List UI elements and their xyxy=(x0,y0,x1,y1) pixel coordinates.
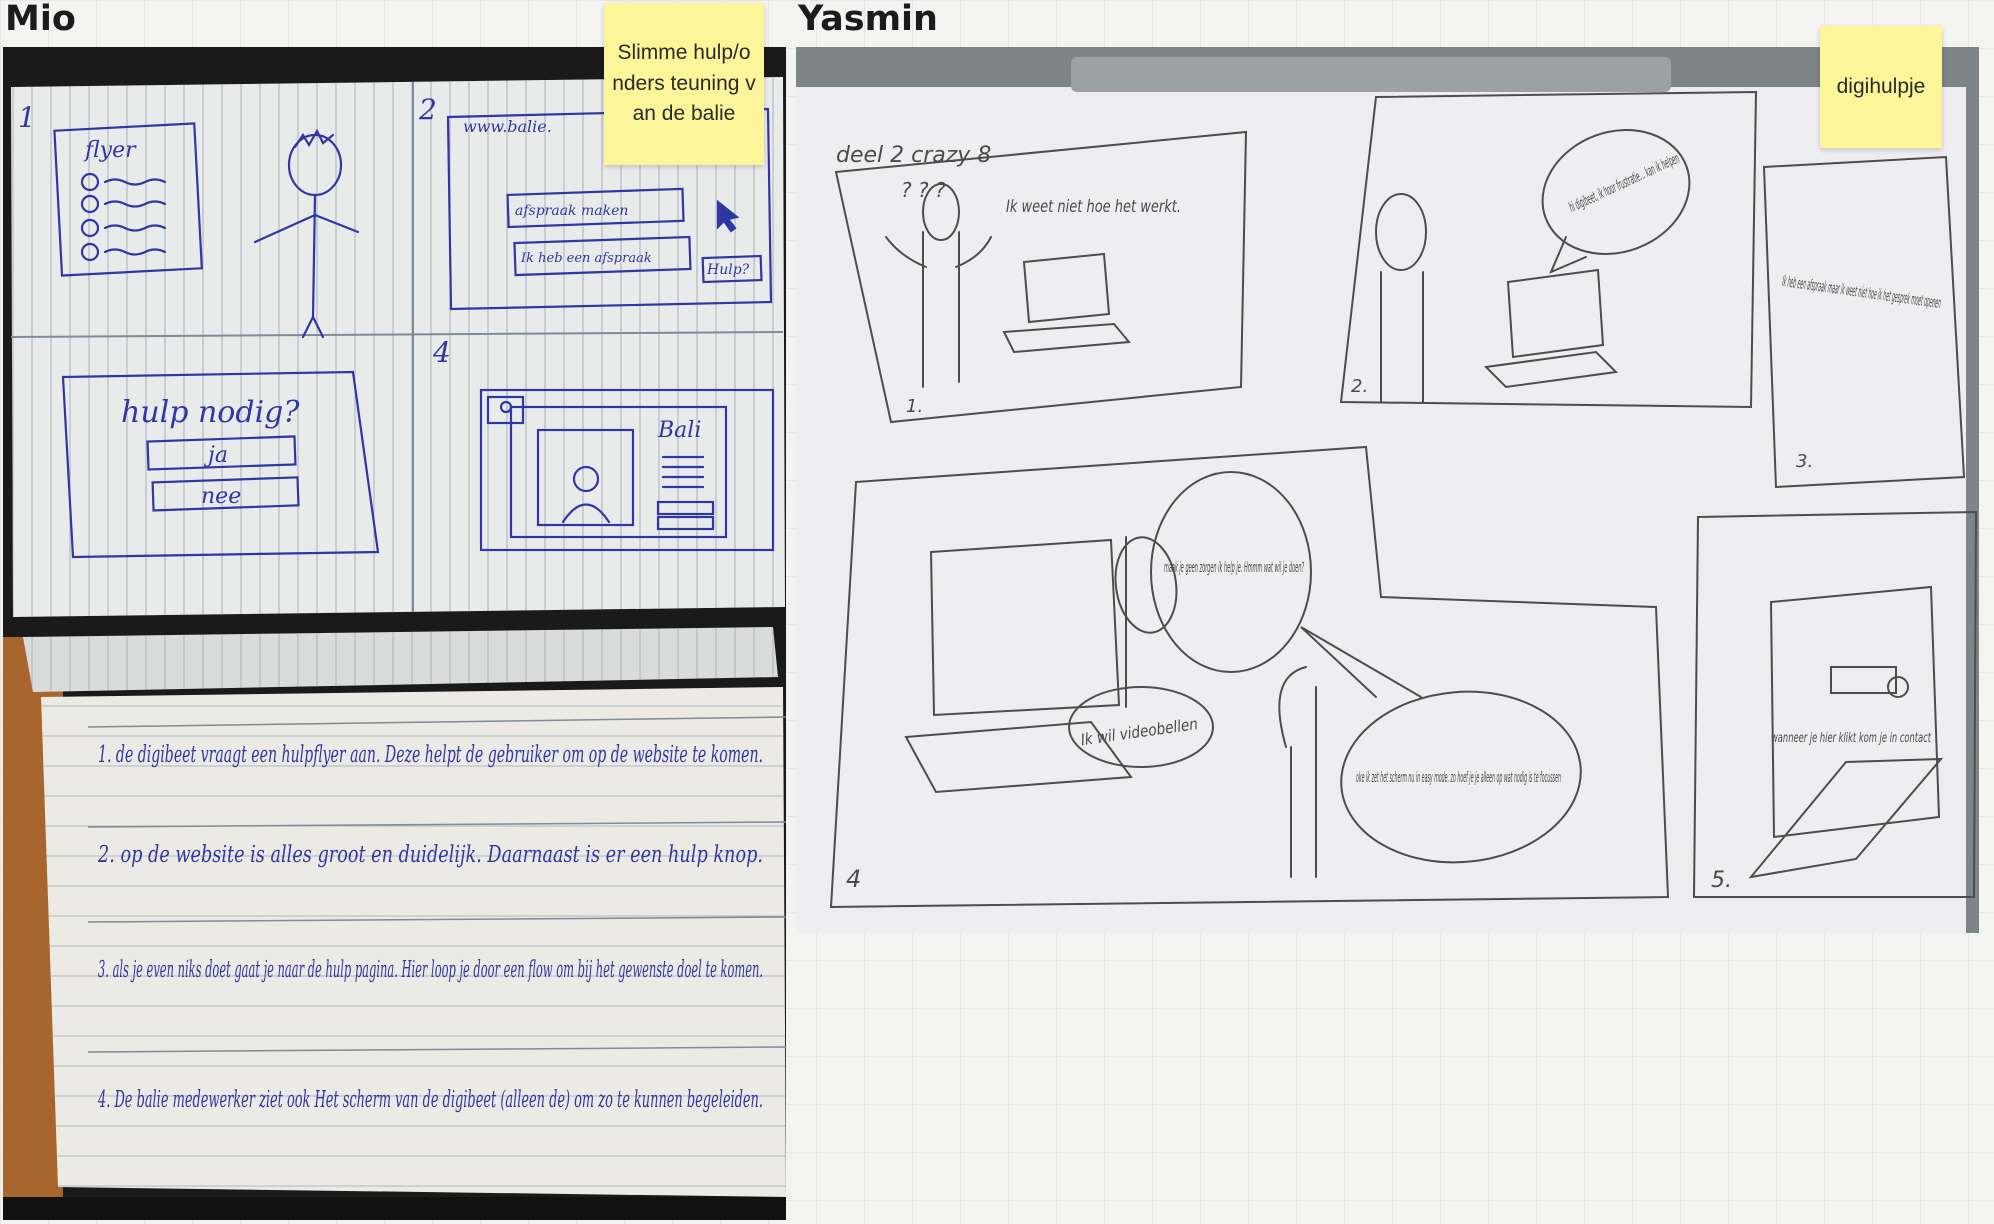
p1-marks: ? ? ? xyxy=(901,178,946,202)
mio-panel-number-2: 2 xyxy=(418,93,437,126)
mio-panel-number-4: 4 xyxy=(432,336,451,369)
mio-sketch-drawing: 1 2 4 flyer www.balie. afspraak maken Ik… xyxy=(3,77,786,1220)
yasmin-panel-2 xyxy=(1339,90,1758,409)
mio-note-2: 2. op de website is alles groot en duide… xyxy=(97,842,763,868)
table-edge xyxy=(3,1197,786,1220)
mio-notes: 1. de digibeet vraagt een hulpflyer aan.… xyxy=(97,742,763,1113)
url-text: www.balie. xyxy=(463,117,552,136)
p5-text: wanneer je hier klikt kom je in contact xyxy=(1771,731,1932,746)
yasmin-sketch-photo[interactable]: deel 2 crazy 8 1. 2. 3. 4 5. ? ? ? Ik we… xyxy=(796,47,1979,933)
notebook-bottom-page xyxy=(23,627,786,1197)
yasmin-panel-number-1: 1. xyxy=(906,396,923,417)
yasmin-panel-number-5: 5. xyxy=(1711,868,1732,893)
button-ik-heb: Ik heb een afspraak xyxy=(520,251,652,266)
popup-question: hulp nodig? xyxy=(121,395,300,430)
yasmin-heading: deel 2 crazy 8 xyxy=(836,143,991,168)
notebook-top-page xyxy=(10,77,785,617)
video-label: Bali xyxy=(657,418,701,443)
p1-text: Ik weet niet hoe het werkt. xyxy=(1006,197,1181,217)
button-hulp: Hulp? xyxy=(706,262,750,278)
popup-no: nee xyxy=(201,484,241,509)
popup-yes: ja xyxy=(203,443,228,468)
yasmin-panel-number-3: 3. xyxy=(1796,451,1813,472)
p4-bubble3: oke ik zet het scherm nu in easy mode. z… xyxy=(1356,770,1561,786)
flyer-sketch xyxy=(53,122,203,277)
yasmin-panel-4 xyxy=(829,445,1670,909)
popup-sketch xyxy=(61,370,380,559)
p4-bubble1: maak je geen zorgen ik help je. Hmmm wat… xyxy=(1164,560,1304,576)
video-call-sketch xyxy=(479,388,775,552)
yasmin-panel-5 xyxy=(1692,510,1978,898)
yasmin-panel-number-2: 2. xyxy=(1351,376,1368,397)
frame-title-mio[interactable]: Mio xyxy=(5,0,76,39)
mio-note-3: 3. als je even niks doet gaat je naar de… xyxy=(98,957,763,983)
mio-note-4: 4. De balie medewerker ziet ook Het sche… xyxy=(97,1087,763,1113)
flyer-label: flyer xyxy=(83,138,137,163)
mio-sketch-photo[interactable]: 1 2 4 flyer www.balie. afspraak maken Ik… xyxy=(3,47,786,1220)
button-afspraak: afspraak maken xyxy=(515,203,628,219)
yasmin-panel-number-4: 4 xyxy=(846,865,861,893)
mio-panel-number-1: 1 xyxy=(18,101,36,134)
frame-title-yasmin[interactable]: Yasmin xyxy=(798,0,938,39)
sticky-note-balie[interactable]: Slimme hulp/onders teuning van de balie xyxy=(604,3,764,165)
yasmin-sketch-drawing: deel 2 crazy 8 1. 2. 3. 4 5. ? ? ? Ik we… xyxy=(796,57,1978,933)
yasmin-panel-1 xyxy=(834,130,1248,424)
mio-note-1: 1. de digibeet vraagt een hulpflyer aan.… xyxy=(98,742,763,768)
yasmin-panel-3 xyxy=(1762,155,1966,489)
paper-sheet xyxy=(796,87,1966,933)
sticky-note-digihulpje[interactable]: digihulpje xyxy=(1820,26,1942,148)
